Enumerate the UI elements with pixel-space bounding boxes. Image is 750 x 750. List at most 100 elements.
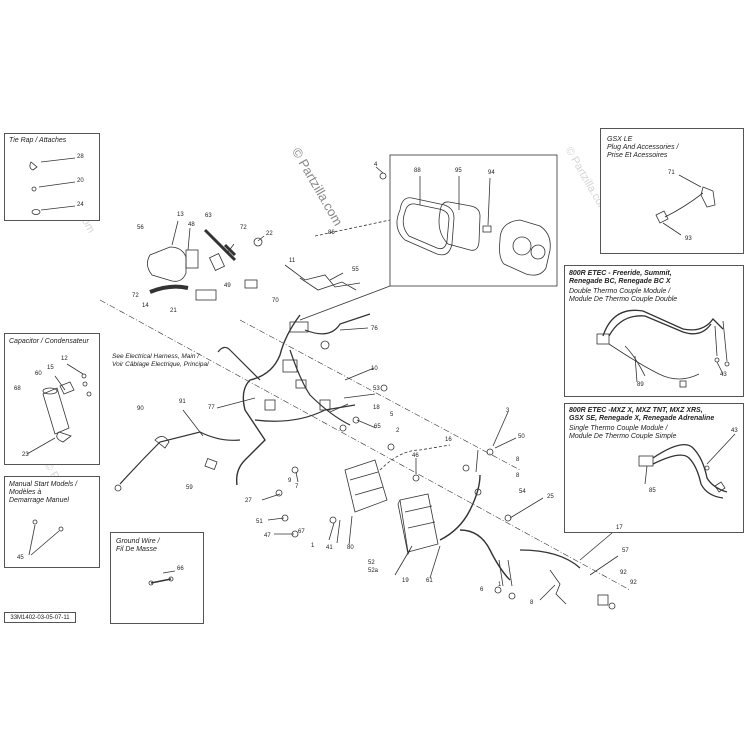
- part-label: 63: [205, 213, 212, 219]
- part-label: 8: [516, 457, 520, 463]
- part-label: 95: [455, 168, 462, 174]
- part-label: 21: [170, 308, 177, 314]
- part-label: 3: [506, 408, 510, 414]
- part-label: 8: [530, 600, 534, 606]
- part-label: 85: [649, 488, 656, 494]
- box-title: Tie Rap / Attaches: [9, 137, 67, 144]
- part-label: 51: [256, 519, 263, 525]
- part-label: 71: [668, 170, 675, 176]
- part-label: 66: [177, 566, 184, 572]
- box-gsx-le: GSX LE Plug And Accessories / Prise Et A…: [600, 128, 744, 254]
- part-label: 50: [518, 434, 525, 440]
- part-label: 52: [368, 560, 375, 566]
- etec-single-art: [638, 433, 736, 499]
- gsx-le-art: [655, 174, 716, 236]
- part-label: 19: [402, 578, 409, 584]
- part-label: 28: [77, 154, 84, 160]
- part-label: 77: [208, 405, 215, 411]
- tie-rap-art: [29, 157, 76, 215]
- part-label: 68: [14, 386, 21, 392]
- part-label: 17: [616, 525, 623, 531]
- box-title: Ground Wire / Fil De Masse: [116, 538, 160, 553]
- part-label: 13: [177, 212, 184, 218]
- box-title: 800R ETEC -MXZ X, MXZ TNT, MXZ XRS, GSX …: [569, 407, 715, 422]
- part-label: 90: [137, 406, 144, 412]
- part-label: 52a: [368, 568, 379, 574]
- capacitor-art: [26, 363, 92, 455]
- part-label: 43: [731, 428, 738, 434]
- part-label: 20: [77, 178, 84, 184]
- part-label: 86: [328, 230, 335, 236]
- part-label: 15: [47, 365, 54, 371]
- part-label: 46: [412, 453, 419, 459]
- part-label: 27: [245, 498, 252, 504]
- part-label: 92: [630, 580, 637, 586]
- part-label: 72: [240, 225, 247, 231]
- part-label: 10: [371, 366, 378, 372]
- box-etec-single: 800R ETEC -MXZ X, MXZ TNT, MXZ XRS, GSX …: [564, 403, 744, 533]
- part-label: 80: [347, 545, 354, 551]
- part-label: 41: [326, 545, 333, 551]
- box-ground-wire: Ground Wire / Fil De Masse 66: [110, 532, 204, 624]
- part-label: 4: [374, 162, 378, 168]
- box-title: Manual Start Models / Modèles à Demarrag…: [9, 481, 78, 504]
- part-label: 9: [288, 478, 292, 484]
- box-title: 800R ETEC - Freeride, Summit, Renegade B…: [569, 270, 672, 285]
- part-label: 70: [272, 298, 279, 304]
- box-subtitle: Single Thermo Couple Module / Module De …: [569, 425, 677, 440]
- part-label: 22: [266, 231, 273, 237]
- part-label: 48: [188, 222, 195, 228]
- part-label: 92: [620, 570, 627, 576]
- part-label: 67: [298, 529, 305, 535]
- part-label: 61: [426, 578, 433, 584]
- part-label: 91: [179, 399, 186, 405]
- part-label: 45: [17, 555, 24, 561]
- part-label: 57: [622, 548, 629, 554]
- ground-wire-art: [148, 570, 176, 586]
- part-label: 54: [519, 489, 526, 495]
- harness-callout: See Electrical Harness, Main / Voir Câbl…: [112, 353, 209, 368]
- part-label: 59: [186, 485, 193, 491]
- box-subtitle: Double Thermo Couple Module / Module De …: [569, 288, 678, 303]
- etec-double-art: [596, 309, 730, 388]
- part-label: 7: [295, 484, 299, 490]
- part-label: 43: [720, 372, 727, 378]
- part-label: 12: [61, 356, 68, 362]
- part-label: 23: [22, 452, 29, 458]
- part-label: 2: [396, 428, 400, 434]
- part-label: 89: [637, 382, 644, 388]
- part-label: 16: [445, 437, 452, 443]
- box-title: GSX LE Plug And Accessories / Prise Et A…: [607, 136, 679, 159]
- part-label: 56: [137, 225, 144, 231]
- diagram-code: 33M1402-03-05-07-11: [4, 612, 76, 623]
- part-label: 6: [480, 587, 484, 593]
- cluster-box: [389, 154, 558, 287]
- part-label: 5: [390, 412, 394, 418]
- part-label: 14: [142, 303, 149, 309]
- manual-start-art: [28, 519, 64, 556]
- part-label: 53: [373, 386, 380, 392]
- part-label: 18: [373, 405, 380, 411]
- part-label: 25: [547, 494, 554, 500]
- part-label: 49: [224, 283, 231, 289]
- part-label: 1: [311, 543, 315, 549]
- box-etec-double: 800R ETEC - Freeride, Summit, Renegade B…: [564, 265, 744, 397]
- box-capacitor: Capacitor / Condensateur 12 15 60 68 23: [4, 333, 100, 465]
- part-label: 76: [371, 326, 378, 332]
- part-label: 24: [77, 202, 84, 208]
- part-label: 8: [516, 473, 520, 479]
- part-label: 65: [374, 424, 381, 430]
- part-label: 47: [264, 533, 271, 539]
- box-title: Capacitor / Condensateur: [9, 338, 89, 345]
- part-label: 88: [414, 168, 421, 174]
- part-label: 94: [488, 170, 495, 176]
- part-label: 1: [498, 582, 502, 588]
- part-label: 60: [35, 371, 42, 377]
- box-tie-rap: Tie Rap / Attaches 28 20 24: [4, 133, 100, 221]
- box-manual-start: Manual Start Models / Modèles à Demarrag…: [4, 476, 100, 568]
- part-label: 72: [132, 293, 139, 299]
- part-label: 11: [289, 258, 296, 264]
- part-label: 55: [352, 267, 359, 273]
